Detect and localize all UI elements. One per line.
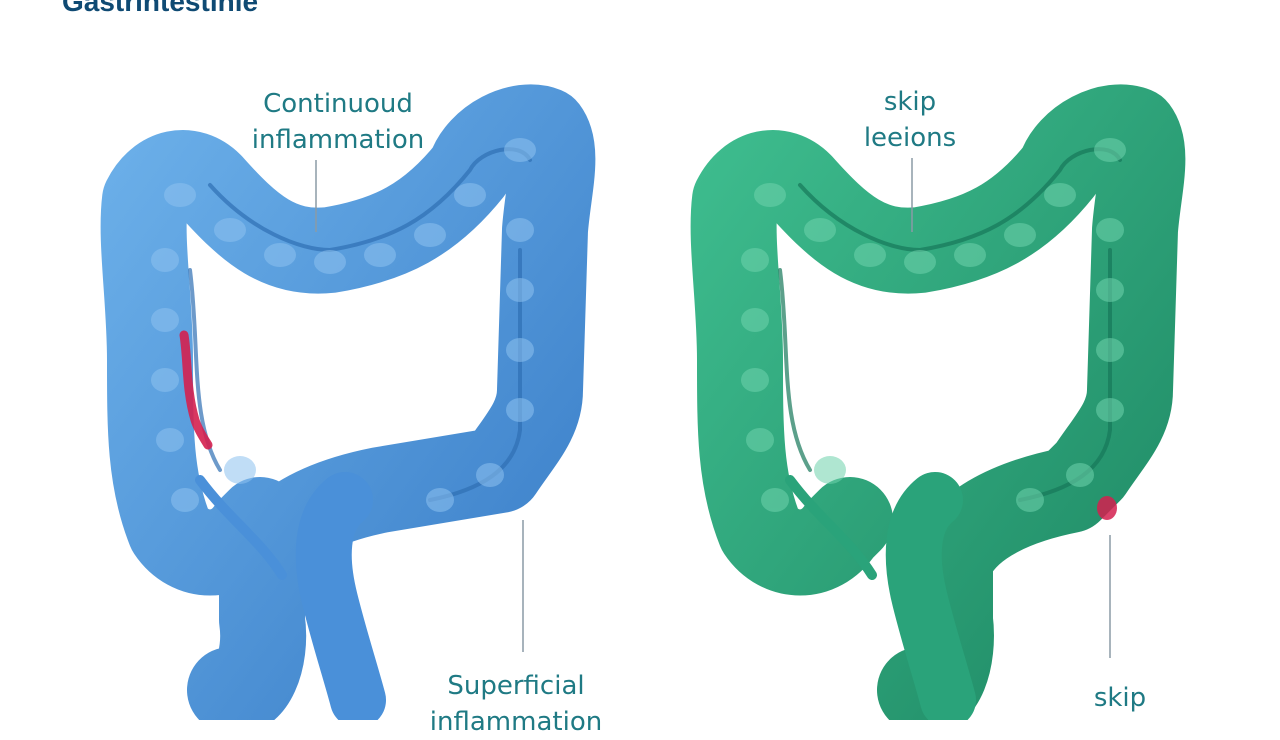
skip-bottom-label: skip bbox=[1060, 680, 1180, 716]
left-colon-appendix bbox=[195, 475, 287, 580]
colon-diagram bbox=[100, 84, 1186, 720]
superficial-inflammation-label: Superficial inflammation bbox=[396, 668, 636, 740]
page-title: Gastrintestinle bbox=[62, 0, 259, 17]
continuous-inflammation-marker bbox=[179, 330, 213, 450]
label-line: Continuoud bbox=[263, 89, 413, 119]
leader-lines bbox=[315, 158, 1111, 658]
right-colon bbox=[690, 84, 1186, 720]
label-line: skip bbox=[1093, 683, 1147, 713]
left-colon-haustra bbox=[151, 138, 536, 512]
skip-lesions-label: skip leeions bbox=[820, 84, 1000, 156]
continuous-inflammation-label: Continuoud inflammation bbox=[228, 86, 448, 158]
skip-lesion-marker bbox=[1097, 496, 1117, 520]
right-colon-appendix bbox=[785, 475, 877, 580]
label-line: Superficial bbox=[447, 671, 585, 701]
label-line: leeions bbox=[863, 123, 957, 153]
right-colon-rectum bbox=[885, 472, 976, 720]
left-colon bbox=[100, 84, 596, 720]
left-colon-rectum bbox=[295, 472, 386, 720]
label-line: skip bbox=[883, 87, 937, 117]
label-line: inflammation bbox=[251, 125, 425, 155]
right-colon-haustra bbox=[741, 138, 1126, 512]
label-line: inflammation bbox=[429, 707, 603, 737]
